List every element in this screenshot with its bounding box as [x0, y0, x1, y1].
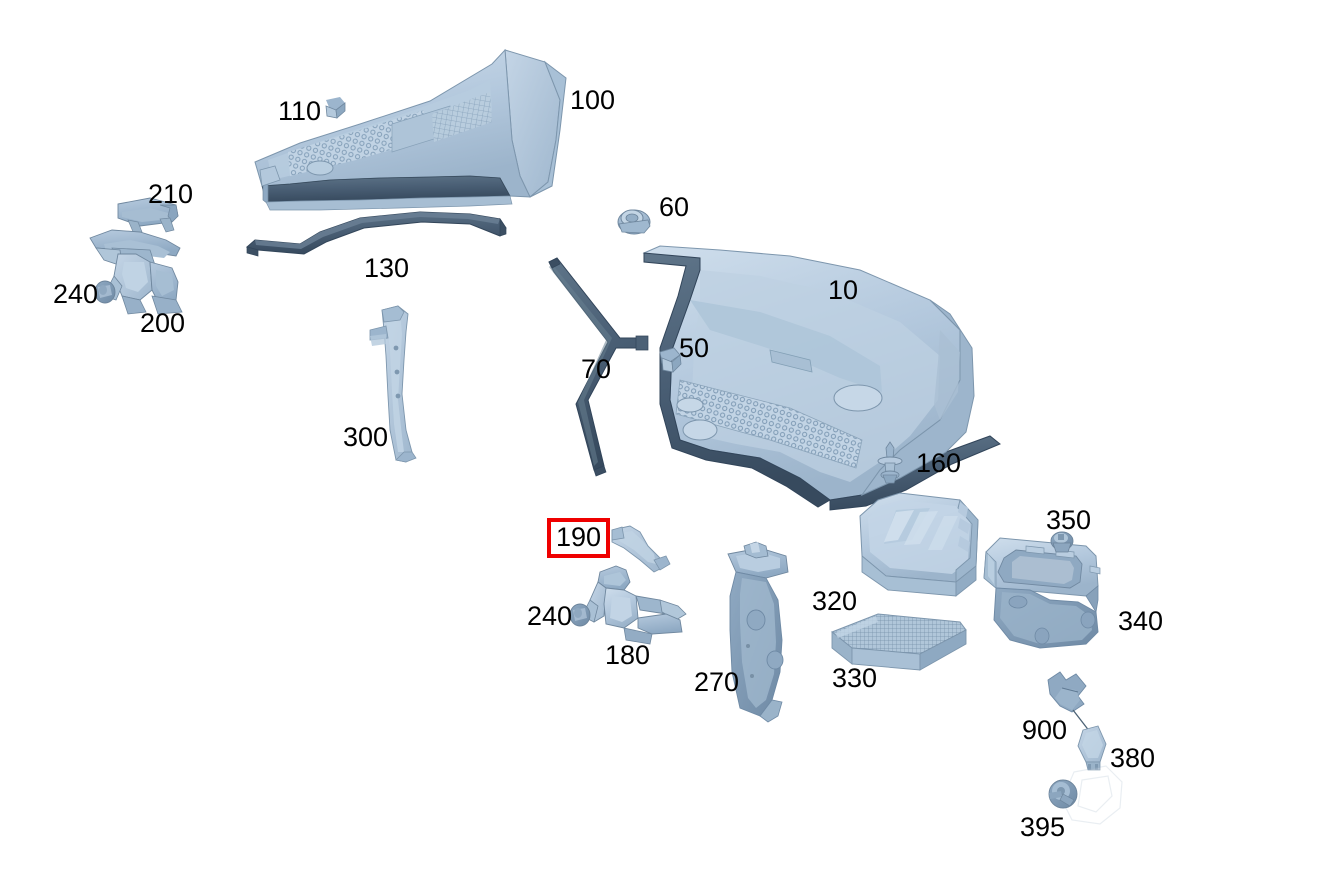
part-330-cabin-air-filter	[831, 613, 967, 671]
part-380-sensor-module	[1077, 725, 1107, 771]
part-900-wiring-lead-tag	[1047, 671, 1091, 733]
part-350-housing-screw	[1050, 531, 1074, 553]
callout-label-240[interactable]: 240	[53, 279, 99, 309]
part-10-lower-cowl-panel	[642, 245, 1001, 511]
part-320-filter-housing-cover	[859, 492, 979, 597]
callout-label-340[interactable]: 340	[1118, 606, 1164, 636]
callout-label-110[interactable]: 110	[278, 96, 322, 126]
part-130-upper-seal-strip	[245, 211, 507, 257]
part-340-filter-housing-base	[983, 537, 1101, 649]
part-395-sensor-grommet	[1048, 779, 1078, 809]
part-100-upper-cowl-cover-panel	[254, 48, 567, 211]
part-300-long-support-bracket	[369, 305, 417, 463]
callout-label-210[interactable]: 210	[148, 179, 194, 209]
part-70-drain-hose	[548, 257, 649, 477]
part-110-cover-clip	[325, 97, 346, 119]
part-210-small-bracket	[117, 197, 179, 235]
callout-label-70[interactable]: 70	[581, 354, 612, 384]
callout-label-900[interactable]: 900	[1022, 715, 1068, 745]
callout-label-160[interactable]: 160	[916, 448, 962, 478]
callout-label-60[interactable]: 60	[659, 192, 690, 222]
part-240-grommet-plug-left	[94, 280, 116, 304]
callout-label-350[interactable]: 350	[1046, 505, 1092, 535]
part-200-left-housing-bracket	[89, 229, 183, 315]
callout-label-380[interactable]: 380	[1110, 743, 1156, 773]
part-270-curved-side-bracket	[727, 541, 789, 723]
callout-label-395[interactable]: 395	[1020, 812, 1066, 842]
part-180-right-housing-bracket	[581, 565, 687, 645]
callout-label-50[interactable]: 50	[679, 333, 710, 363]
callout-label-270[interactable]: 270	[694, 667, 740, 697]
callout-label-200[interactable]: 200	[140, 308, 186, 338]
callout-label-100[interactable]: 100	[570, 85, 616, 115]
callout-label-190[interactable]: 190	[547, 518, 611, 558]
callout-label-10[interactable]: 10	[828, 275, 859, 305]
callout-label-330[interactable]: 330	[832, 663, 878, 693]
callout-label-130[interactable]: 130	[364, 253, 410, 283]
callout-label-240[interactable]: 240	[527, 601, 573, 631]
callout-label-180[interactable]: 180	[605, 640, 651, 670]
callout-label-300[interactable]: 300	[343, 422, 389, 452]
part-160-expanding-rivet	[877, 441, 903, 484]
part-60-rubber-bushing	[617, 209, 651, 235]
part-50-retaining-clip	[659, 347, 682, 373]
part-190-upper-rail-bracket	[611, 525, 671, 573]
part-240-grommet-plug-right	[569, 603, 591, 627]
callout-label-320[interactable]: 320	[812, 586, 858, 616]
